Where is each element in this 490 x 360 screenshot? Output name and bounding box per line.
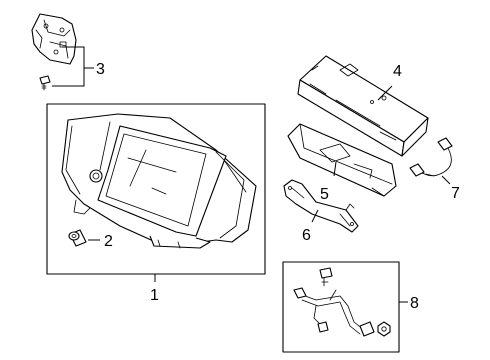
part-1-box [46, 103, 266, 275]
bracket-part-3 [31, 13, 77, 65]
harness-part-8 [293, 267, 391, 337]
display-unit-part-1 [61, 113, 257, 249]
callout-5-leader [333, 161, 337, 177]
cable-part-7 [409, 137, 453, 177]
module-part-5 [287, 123, 397, 197]
callout-4-leader [377, 85, 393, 101]
knob-part-2 [68, 229, 87, 247]
callout-6: 6 [302, 227, 311, 244]
module-part-4 [297, 55, 429, 157]
callout-2: 2 [104, 233, 113, 250]
callout-3-leader [52, 46, 94, 87]
callout-7: 7 [451, 185, 460, 202]
callout-7-leader [441, 175, 451, 185]
bracket-part-6 [283, 179, 359, 233]
callout-4: 4 [393, 63, 402, 80]
callout-6-leader [311, 209, 319, 223]
callout-5: 5 [320, 186, 329, 203]
part-8-box [282, 261, 400, 353]
callout-1: 1 [150, 287, 159, 304]
bolt-part-3 [39, 75, 51, 91]
callout-8: 8 [410, 295, 419, 312]
callout-3: 3 [96, 61, 105, 78]
